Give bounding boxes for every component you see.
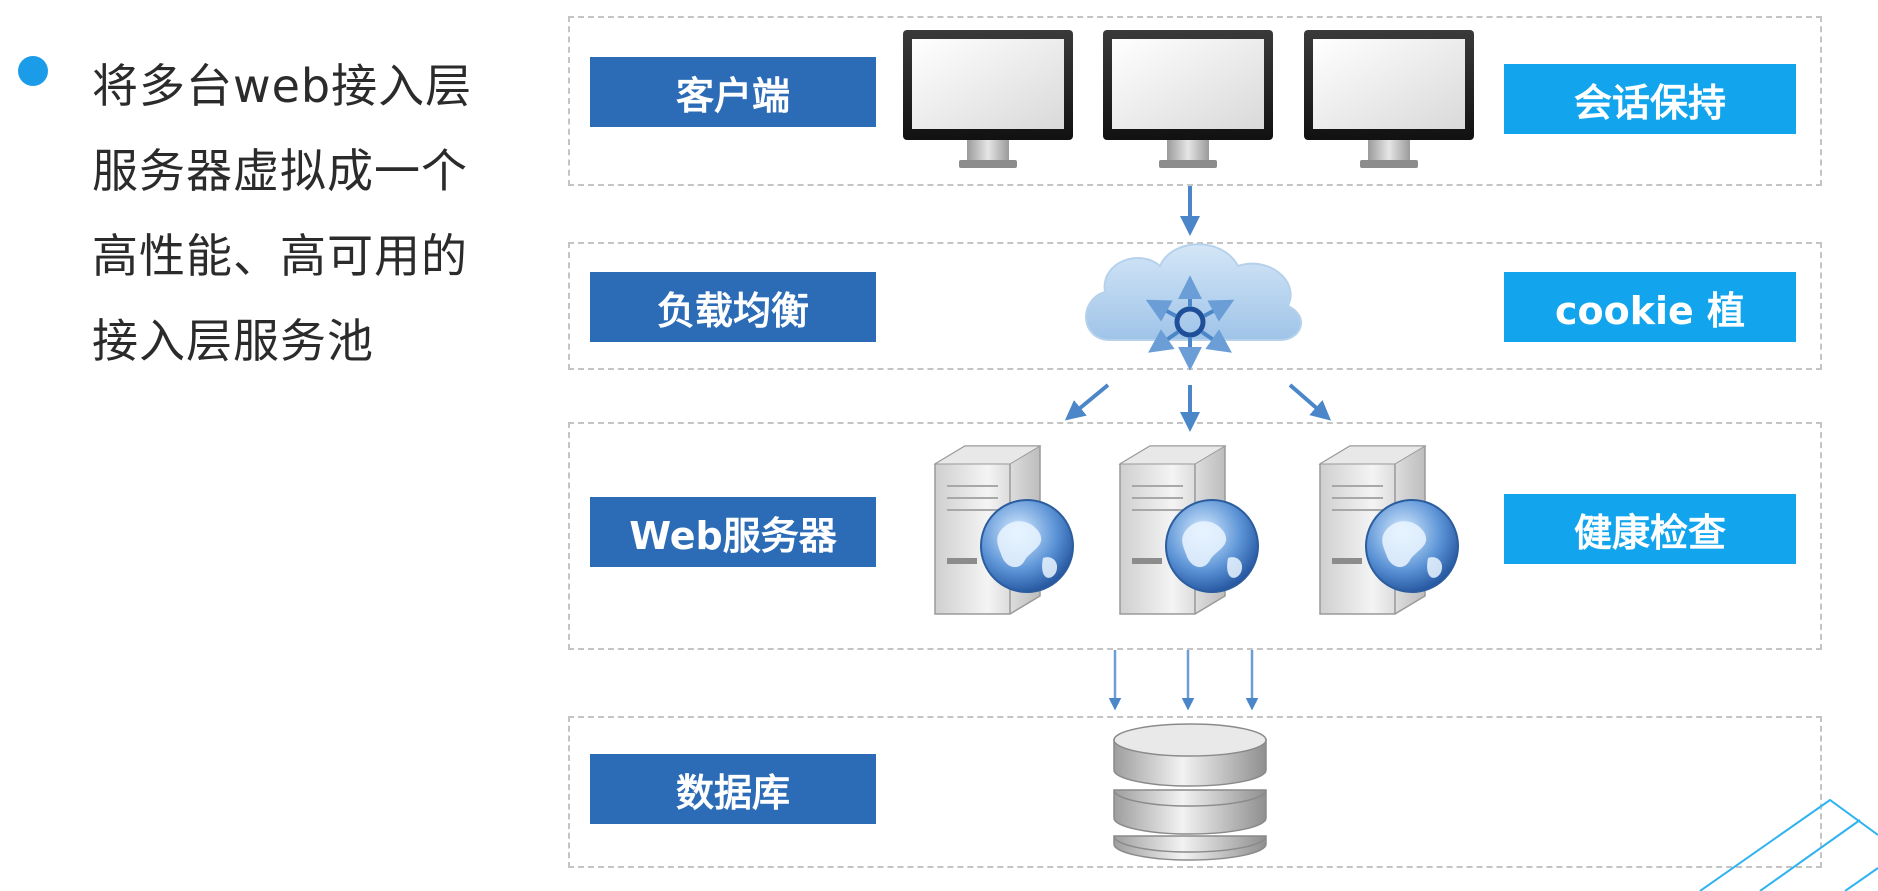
web-server-label: Web服务器 [590,497,876,567]
cloud-router-icon [1085,243,1302,371]
cookie-insert-label: cookie 植 [1504,272,1796,342]
bullet-text: 将多台web接入层服务器虚拟成一个高性能、高可用的接入层服务池 [92,59,473,368]
lb-to-web-arrows [1064,383,1332,432]
database-stack-icon [1113,723,1267,861]
monitor-icon [903,30,1073,168]
health-check-label: 健康检查 [1504,494,1796,564]
client-tier [568,16,1822,186]
server-globe-icon [1118,445,1259,615]
web-to-db-arrows [1108,650,1259,711]
corner-decoration [1699,798,1878,891]
session-persistence-label: 会话保持 [1504,64,1796,134]
monitor-icon [1304,30,1474,168]
monitor-icon [1103,30,1273,168]
server-globe-icon [933,445,1074,615]
server-globe-icon [1318,445,1459,615]
client-label: 客户端 [590,57,876,127]
bullet-dot [18,56,48,86]
database-tier [568,716,1822,868]
load-balancer-label: 负载均衡 [590,272,876,342]
database-label: 数据库 [590,754,876,824]
